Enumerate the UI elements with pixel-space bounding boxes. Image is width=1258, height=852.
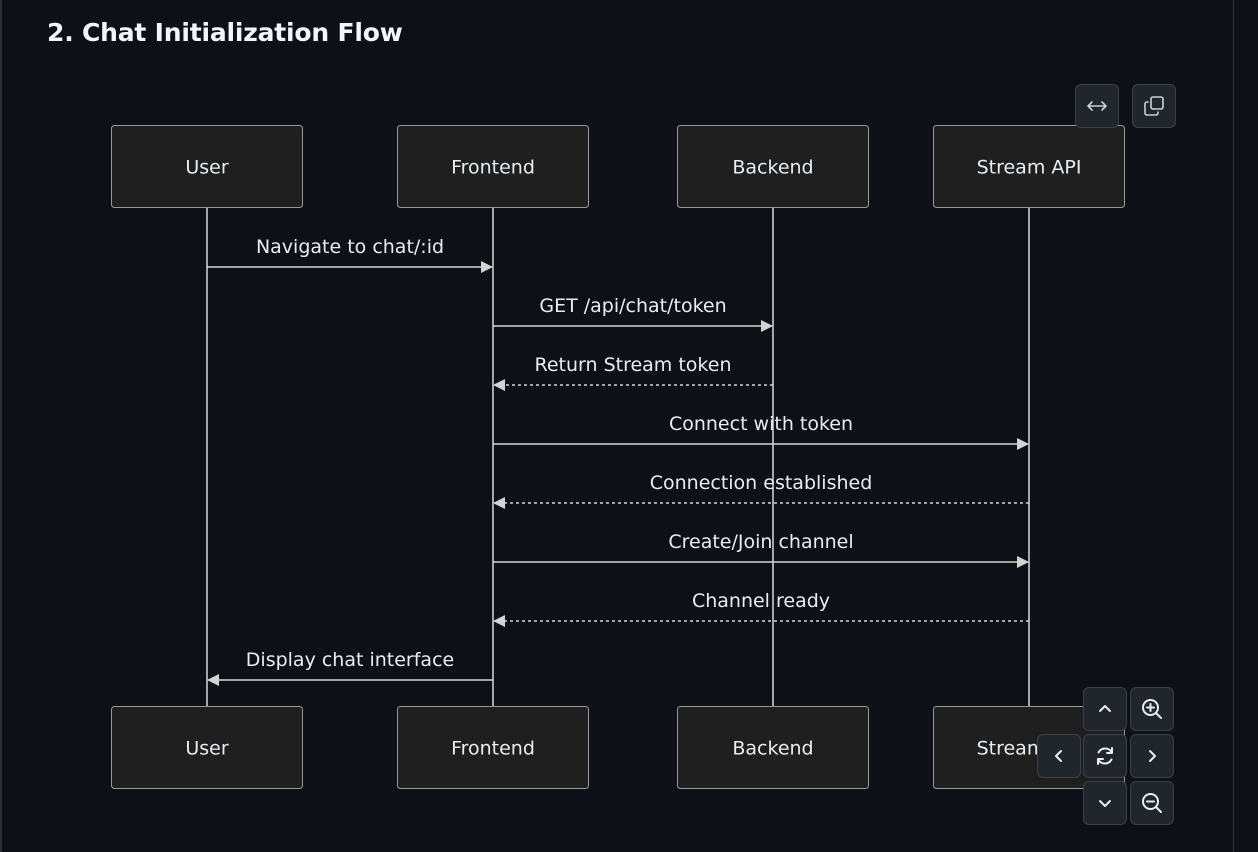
expand-button[interactable]	[1075, 84, 1119, 128]
participant-box	[111, 706, 303, 789]
message-5: Connection established	[493, 472, 1029, 509]
copy-icon	[1144, 96, 1164, 116]
message-7: Channel ready	[493, 590, 1029, 627]
message-3: Return Stream token	[493, 354, 773, 391]
message-label: Connect with token	[669, 413, 853, 435]
participant-frontend-bottom: Frontend	[397, 706, 589, 789]
message-2: GET /api/chat/token	[493, 295, 773, 332]
chevron-up-icon	[1099, 705, 1111, 712]
zoom-out-icon	[1142, 793, 1162, 813]
participant-label: User	[185, 157, 228, 179]
reset-icon	[1097, 747, 1113, 765]
reset-button[interactable]	[1083, 734, 1127, 778]
section-title: 2. Chat Initialization Flow	[47, 18, 403, 47]
participant-box	[677, 706, 869, 789]
message-label: Channel ready	[692, 590, 830, 612]
participant-label: User	[185, 738, 228, 760]
participant-label: Frontend	[451, 157, 535, 179]
pan-down-button[interactable]	[1083, 781, 1127, 825]
message-label: Create/Join channel	[668, 531, 853, 553]
chevron-left-icon	[1055, 750, 1062, 762]
message-label: Connection established	[650, 472, 873, 494]
message-label: Navigate to chat/:id	[256, 236, 444, 258]
participant-frontend-top: Frontend	[397, 125, 589, 208]
expand-horizontal-icon	[1087, 101, 1107, 111]
frame-border-right	[1233, 0, 1234, 852]
message-8: Display chat interface	[207, 649, 493, 686]
pan-left-button[interactable]	[1037, 734, 1081, 778]
zoom-out-button[interactable]	[1130, 781, 1174, 825]
participant-stream-top: Stream API	[933, 125, 1125, 208]
message-6: Create/Join channel	[493, 531, 1029, 568]
participant-label: Frontend	[451, 738, 535, 760]
participant-label: Backend	[732, 738, 813, 760]
participant-label: Stream API	[977, 157, 1082, 179]
message-1: Navigate to chat/:id	[207, 236, 493, 273]
participant-box	[933, 125, 1125, 208]
participant-box	[677, 125, 869, 208]
participant-backend-bottom: Backend	[677, 706, 869, 789]
zoom-in-button[interactable]	[1130, 687, 1174, 731]
message-label: Display chat interface	[246, 649, 454, 671]
participant-backend-top: Backend	[677, 125, 869, 208]
chevron-down-icon	[1099, 800, 1111, 807]
pan-right-button[interactable]	[1130, 734, 1174, 778]
participant-user-bottom: User	[111, 706, 303, 789]
message-label: GET /api/chat/token	[539, 295, 726, 317]
participant-box	[397, 125, 589, 208]
participant-label: Backend	[732, 157, 813, 179]
pan-up-button[interactable]	[1083, 687, 1127, 731]
message-4: Connect with token	[493, 413, 1029, 450]
participant-box	[111, 125, 303, 208]
participant-user-top: User	[111, 125, 303, 208]
chevron-right-icon	[1149, 750, 1156, 762]
message-label: Return Stream token	[534, 354, 731, 376]
participant-box	[397, 706, 589, 789]
zoom-in-icon	[1142, 699, 1162, 719]
frame-border-left	[0, 0, 2, 852]
copy-button[interactable]	[1132, 84, 1176, 128]
